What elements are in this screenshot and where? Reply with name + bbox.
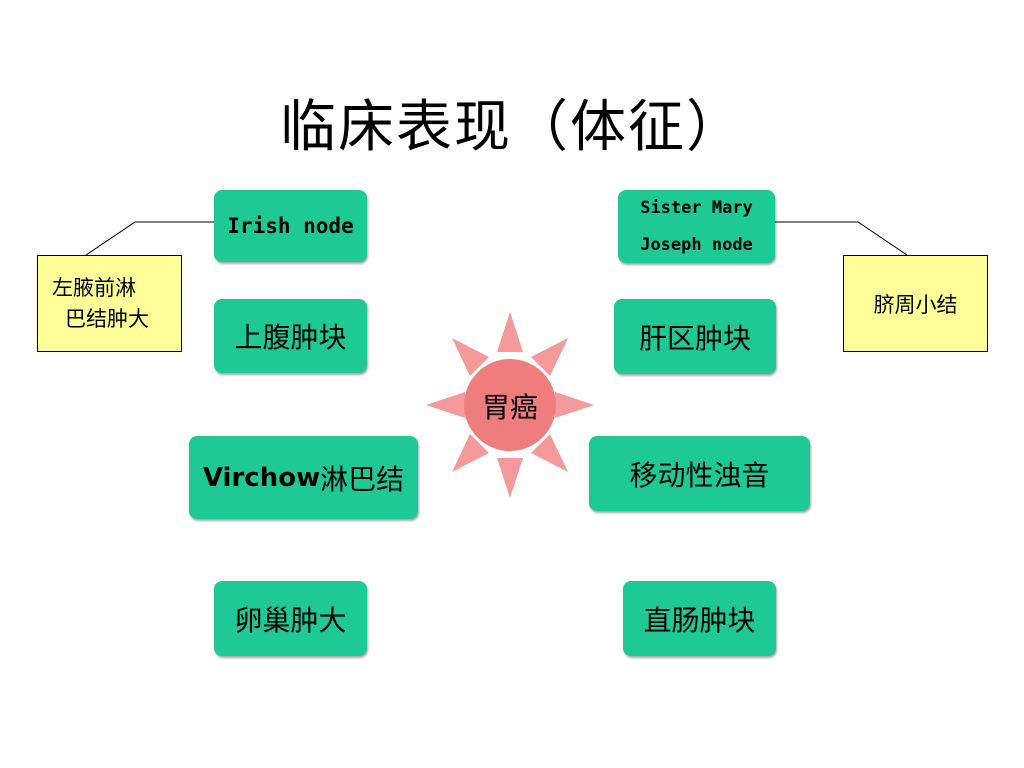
node-ovarian-enlargement: 卵巢肿大 bbox=[214, 581, 367, 656]
node-rectal-mass-label: 直肠肿块 bbox=[643, 603, 756, 637]
sun-ray-bottom-right bbox=[531, 434, 568, 472]
center-label-gastric-cancer: 胃癌 bbox=[481, 391, 538, 424]
left-callout-line bbox=[85, 221, 215, 256]
right-callout-line bbox=[773, 221, 908, 256]
node-rectal-mass: 直肠肿块 bbox=[623, 581, 776, 656]
node-shifting-dullness-label: 移动性浊音 bbox=[629, 458, 770, 492]
sun-ray-bottom-left bbox=[452, 434, 489, 472]
sun-ray-top-right bbox=[531, 338, 568, 376]
sun-ray-top-left bbox=[452, 338, 489, 376]
note-left-line1: 左腋前淋 bbox=[52, 276, 136, 300]
node-sister-mary-line1: Sister Mary bbox=[640, 197, 753, 218]
node-irish-node: Irish node bbox=[214, 190, 367, 262]
node-irish-node-label: Irish node bbox=[227, 214, 354, 238]
node-upper-abdominal-mass: 上腹肿块 bbox=[214, 299, 367, 373]
note-left-line2: 巴结肿大 bbox=[65, 307, 149, 331]
page-title: 临床表现（体征） bbox=[280, 95, 744, 160]
sun-ray-right bbox=[555, 392, 594, 418]
note-left-axillary: 左腋前淋 巴结肿大 bbox=[37, 255, 182, 352]
sun-ray-left bbox=[426, 392, 465, 418]
sun-rays bbox=[426, 312, 594, 498]
node-sister-mary-line2: Joseph node bbox=[640, 234, 753, 255]
node-shifting-dullness: 移动性浊音 bbox=[589, 436, 810, 511]
node-liver-area-mass: 肝区肿块 bbox=[614, 299, 776, 374]
node-ovarian-enlargement-label: 卵巢肿大 bbox=[234, 603, 347, 637]
node-liver-area-mass-label: 肝区肿块 bbox=[638, 321, 751, 355]
note-right-periumbilical: 脐周小结 bbox=[843, 255, 988, 352]
node-sister-mary-joseph: Sister Mary Joseph node bbox=[618, 190, 775, 263]
sun-center-circle bbox=[464, 359, 556, 451]
sun-ray-bottom bbox=[497, 458, 523, 498]
node-virchow-en-label: Virchow bbox=[202, 462, 321, 493]
node-virchow-cn-label: 淋巴结 bbox=[320, 462, 405, 496]
note-right-label: 脐周小结 bbox=[873, 292, 958, 317]
sun-ray-top bbox=[497, 312, 523, 352]
node-upper-abdominal-mass-label: 上腹肿块 bbox=[234, 321, 347, 354]
